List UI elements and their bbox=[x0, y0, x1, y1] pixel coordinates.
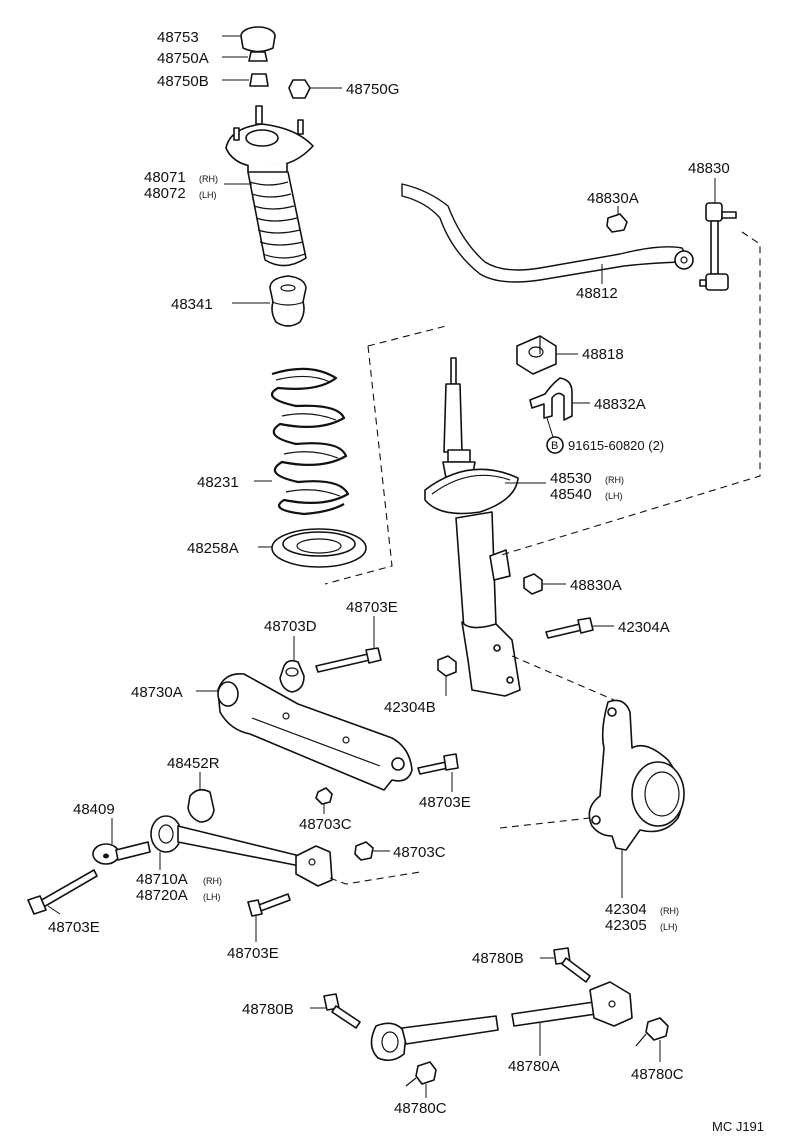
label-48730A: 48730A bbox=[131, 684, 183, 701]
label-48540-side: (LH) bbox=[605, 491, 623, 501]
nut-42304B[interactable] bbox=[437, 655, 457, 677]
washer-48409[interactable] bbox=[92, 841, 151, 865]
label-48703C-right: 48703C bbox=[393, 844, 446, 861]
label-48830: 48830 bbox=[688, 160, 730, 177]
label-48071-side: (RH) bbox=[199, 174, 218, 184]
nut-48780C-right[interactable] bbox=[635, 1017, 669, 1047]
lateral-rod-48780A[interactable] bbox=[370, 981, 633, 1062]
label-48258A: 48258A bbox=[187, 540, 239, 557]
label-48780C-right: 48780C bbox=[631, 1066, 684, 1083]
label-48780B-top: 48780B bbox=[472, 950, 524, 967]
label-48452R: 48452R bbox=[167, 755, 220, 772]
label-48231: 48231 bbox=[197, 474, 239, 491]
label-48812: 48812 bbox=[576, 285, 618, 302]
nut-48703C-right[interactable] bbox=[354, 841, 374, 861]
leader-48703E-left bbox=[47, 905, 61, 915]
label-48703E-left: 48703E bbox=[48, 919, 100, 936]
bolt-48703E-top[interactable] bbox=[315, 647, 382, 673]
dust-cap-48753[interactable] bbox=[240, 26, 276, 53]
coil-spring-48231[interactable] bbox=[270, 367, 350, 516]
label-48830A-top: 48830A bbox=[587, 190, 639, 207]
label-48072-side: (LH) bbox=[199, 190, 217, 200]
bracket-48832A[interactable] bbox=[529, 377, 573, 421]
dust-boot-48071[interactable] bbox=[247, 171, 307, 267]
label-48780A: 48780A bbox=[508, 1058, 560, 1075]
strut-knuckle-dashed bbox=[511, 655, 615, 701]
upper-support-48071[interactable] bbox=[225, 105, 314, 176]
bolt-48780B-left[interactable] bbox=[323, 993, 361, 1029]
label-42305-side: (LH) bbox=[660, 922, 678, 932]
bolt-48703E-left[interactable] bbox=[27, 869, 98, 915]
label-48540: 48540 bbox=[550, 486, 592, 503]
label-48071: 48071 bbox=[144, 169, 186, 186]
labels: 48753 48750A 48750B 48750G 48071 (RH) 48… bbox=[48, 29, 764, 1134]
strut-rod-48710A[interactable] bbox=[150, 815, 333, 887]
nut-48830A-mid[interactable] bbox=[523, 573, 543, 595]
knuckle-arm-dashed bbox=[499, 817, 591, 829]
bump-stop-48341[interactable] bbox=[269, 275, 307, 327]
bushing-48818[interactable] bbox=[516, 335, 557, 375]
label-48780C-bottom: 48780C bbox=[394, 1100, 447, 1117]
label-48710A-side: (RH) bbox=[203, 876, 222, 886]
label-48750B: 48750B bbox=[157, 73, 209, 90]
shock-absorber-48530[interactable] bbox=[424, 357, 521, 697]
diagram-id: MC J191 bbox=[712, 1119, 764, 1134]
bushing-48703D[interactable] bbox=[279, 659, 305, 693]
link-48830[interactable] bbox=[699, 202, 737, 291]
label-91615: 91615-60820 (2) bbox=[568, 438, 664, 453]
label-48832A: 48832A bbox=[594, 396, 646, 413]
bolt-48703E-mid[interactable] bbox=[417, 753, 459, 775]
label-48703D: 48703D bbox=[264, 618, 317, 635]
steering-knuckle-42304[interactable] bbox=[588, 699, 685, 851]
label-48341: 48341 bbox=[171, 296, 213, 313]
spring-seat-48258A[interactable] bbox=[271, 528, 367, 568]
label-42305: 42305 bbox=[605, 917, 647, 934]
link-dashed-line bbox=[497, 231, 761, 557]
bushing-48452R[interactable] bbox=[187, 788, 215, 823]
bolt-marker-label: B bbox=[551, 440, 558, 452]
label-42304: 42304 bbox=[605, 901, 647, 918]
bolt-42304A[interactable] bbox=[545, 617, 594, 639]
rod-dashed bbox=[329, 871, 421, 885]
label-48720A-side: (LH) bbox=[203, 892, 221, 902]
nut-48830A-top[interactable] bbox=[606, 213, 628, 233]
label-42304B: 42304B bbox=[384, 699, 436, 716]
label-48703E-bottom: 48703E bbox=[227, 945, 279, 962]
label-48818: 48818 bbox=[582, 346, 624, 363]
label-48750G: 48750G bbox=[346, 81, 399, 98]
label-42304-side: (RH) bbox=[660, 906, 679, 916]
label-48409: 48409 bbox=[73, 801, 115, 818]
label-48753: 48753 bbox=[157, 29, 199, 46]
bolt-marker-b[interactable]: B bbox=[546, 436, 564, 454]
label-48703E-mid: 48703E bbox=[419, 794, 471, 811]
leader-bolt-marker bbox=[546, 417, 554, 438]
label-48703E-top: 48703E bbox=[346, 599, 398, 616]
label-42304A: 42304A bbox=[618, 619, 670, 636]
bolt-48703E-bottom[interactable] bbox=[247, 893, 291, 917]
label-48072: 48072 bbox=[144, 185, 186, 202]
label-48703C-mid: 48703C bbox=[299, 816, 352, 833]
stabilizer-bar-48812[interactable] bbox=[401, 183, 694, 283]
label-48530: 48530 bbox=[550, 470, 592, 487]
bolt-48780B-top[interactable] bbox=[553, 947, 591, 983]
label-48710A: 48710A bbox=[136, 871, 188, 888]
spacer-48750B[interactable] bbox=[249, 73, 269, 87]
nut-48703C-mid[interactable] bbox=[315, 787, 333, 805]
label-48530-side: (RH) bbox=[605, 475, 624, 485]
nut-48750A[interactable] bbox=[248, 51, 268, 62]
lower-arm-48730A[interactable] bbox=[217, 673, 413, 791]
nut-48750G[interactable] bbox=[288, 79, 311, 99]
label-48720A: 48720A bbox=[136, 887, 188, 904]
label-48750A: 48750A bbox=[157, 50, 209, 67]
label-48830A-mid: 48830A bbox=[570, 577, 622, 594]
nut-48780C-bottom[interactable] bbox=[405, 1061, 437, 1087]
group-bracket bbox=[324, 325, 447, 585]
label-48780B-left: 48780B bbox=[242, 1001, 294, 1018]
